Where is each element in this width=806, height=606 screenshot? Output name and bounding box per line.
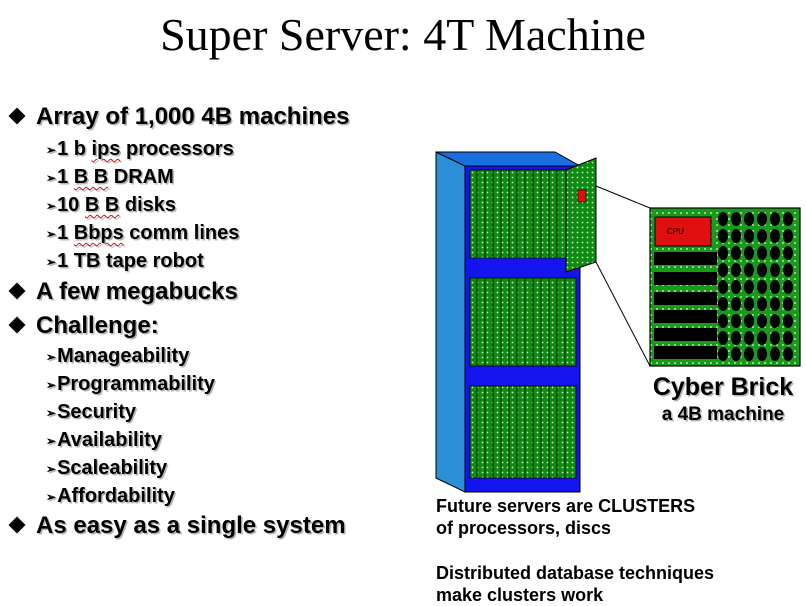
sub-bullet-tape-robot: ➢1 TB tape robot	[46, 250, 204, 272]
server-rack	[435, 151, 597, 493]
note-line-4: make clusters work	[436, 585, 604, 605]
note-line-1: Future servers are CLUSTERS	[436, 496, 696, 516]
bullet-megabucks: A few megabucks	[8, 278, 238, 306]
arrow-bullet-icon: ➢	[46, 199, 57, 213]
arrow-bullet-icon: ➢	[46, 171, 57, 185]
arrow-bullet-icon: ➢	[46, 462, 57, 476]
sub-bullet-manageability: ➢Manageability	[46, 345, 190, 367]
sub-bullet-affordability: ➢Affordability	[46, 485, 175, 507]
note-line-2: of processors, discs	[436, 518, 612, 538]
slide-title: Super Server: 4T Machine	[160, 9, 646, 60]
cyber-brick-board: CPU	[649, 207, 801, 367]
zoom-lines	[595, 185, 651, 367]
arrow-bullet-icon: ➢	[46, 406, 57, 420]
arrow-bullet-icon: ➢	[46, 434, 57, 448]
arrow-bullet-icon: ➢	[46, 490, 57, 504]
bullet-easy-single-system: As easy as a single system	[8, 512, 346, 540]
arrow-bullet-icon: ➢	[46, 378, 57, 392]
sub-bullet-dram: ➢1 B B DRAM	[46, 166, 174, 188]
bullet-challenge: Challenge:	[8, 312, 159, 340]
sub-bullet-scaleability: ➢Scaleability	[46, 457, 168, 479]
cyber-brick-title: Cyber Brick	[652, 373, 794, 401]
arrow-bullet-icon: ➢	[46, 143, 57, 157]
sub-bullet-programmability: ➢Programmability	[46, 373, 215, 395]
sub-bullet-security: ➢Security	[46, 401, 136, 423]
arrow-bullet-icon: ➢	[46, 350, 57, 364]
note-line-3: Distributed database techniques	[436, 563, 715, 583]
sub-bullet-disks: ➢10 B B disks	[46, 194, 177, 216]
sub-bullet-availability: ➢Availability	[46, 429, 162, 451]
sub-bullet-comm-lines: ➢1 Bbps comm lines	[46, 222, 240, 244]
cpu-label: CPU	[667, 227, 684, 236]
arrow-bullet-icon: ➢	[46, 227, 57, 241]
bullet-array-machines: Array of 1,000 4B machines	[8, 103, 350, 131]
sub-bullet-processors: ➢1 b ips processors	[46, 138, 234, 160]
arrow-bullet-icon: ➢	[46, 255, 57, 269]
cyber-brick-subtitle: a 4B machine	[661, 404, 785, 425]
